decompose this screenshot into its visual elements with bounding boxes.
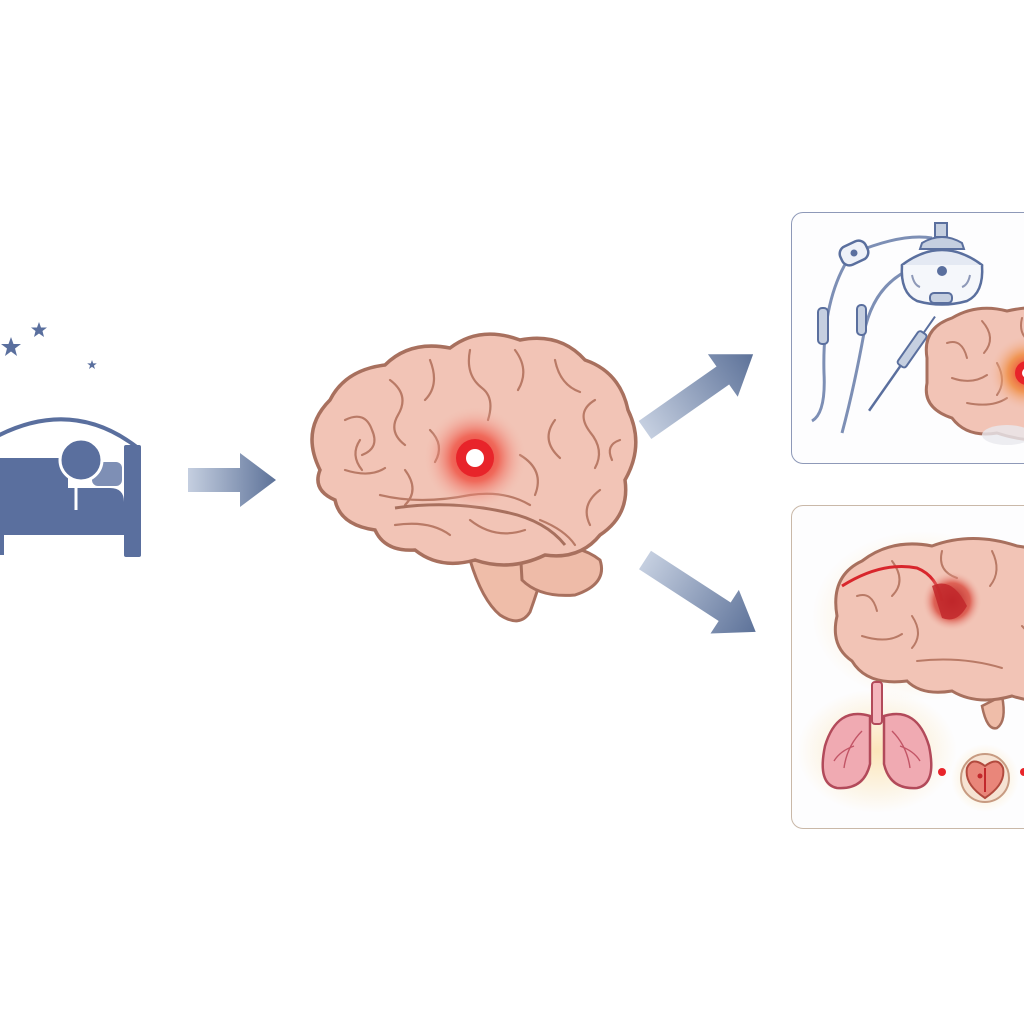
brain-hemorrhage-icon — [812, 531, 1024, 730]
heart-icon — [951, 744, 1019, 812]
organ-damage-panel — [791, 505, 1024, 829]
arrow-right-icon — [188, 453, 276, 507]
brain-icon — [924, 306, 1024, 445]
lungs-icon — [797, 681, 957, 813]
medical-equipment-panel — [791, 212, 1024, 464]
star-icon — [31, 322, 47, 337]
moon-icon — [34, 330, 78, 371]
sleeping-person-in-bed-icon — [0, 322, 141, 557]
brain-lungs-heart-damage-icon — [797, 531, 1024, 813]
surgical-equipment-and-brain-icon — [811, 222, 1024, 445]
arrow-up-right-icon — [638, 354, 754, 440]
star-icon — [1, 337, 21, 356]
arrow-down-right-icon — [639, 550, 756, 634]
star-icon — [87, 360, 97, 369]
brain-with-hotspot-icon — [310, 332, 638, 623]
